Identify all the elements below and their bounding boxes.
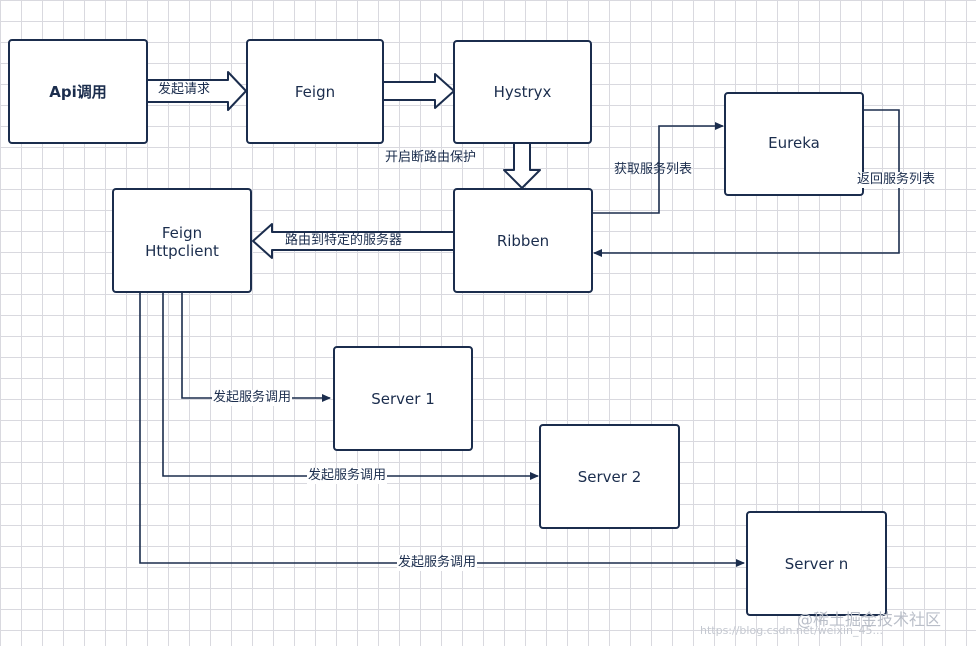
feign-to-hystryx-arrow	[376, 73, 455, 109]
ribben-to-eureka-arrow	[593, 122, 724, 214]
to-servern-label: 发起服务调用	[397, 555, 478, 571]
api-node: Api调用	[8, 39, 148, 144]
ribben-to-eureka-label: 获取服务列表	[614, 162, 693, 177]
server2-node: Server 2	[539, 424, 680, 529]
httpclient-to-server1-arrow	[181, 293, 331, 402]
httpclient-to-server2-arrow	[162, 293, 539, 480]
watermark-url: https://blog.csdn.net/weixin_45...	[700, 624, 884, 637]
server1-node: Server 1	[333, 346, 473, 451]
feign-httpclient-node: Feign Httpclient	[112, 188, 252, 293]
to-server1-label: 发起服务调用	[212, 390, 293, 406]
servern-node: Server n	[746, 511, 887, 616]
eureka-to-ribben-label: 返回服务列表	[856, 172, 937, 188]
hystryx-to-ribben-label: 开启断路由保护	[385, 150, 477, 165]
ribben-node: Ribben	[453, 188, 593, 293]
httpclient-to-servern-arrow	[139, 293, 745, 567]
feign-node: Feign	[246, 39, 384, 144]
api-to-feign-label: 发起请求	[157, 82, 212, 98]
to-server2-label: 发起服务调用	[307, 468, 388, 484]
ribben-to-httpclient-label: 路由到特定的服务器	[284, 233, 404, 249]
hystryx-to-ribben-arrow	[503, 144, 541, 189]
watermark-brand: @稀土掘金技术社区	[797, 610, 942, 629]
hystryx-node: Hystryx	[453, 40, 592, 144]
eureka-node: Eureka	[724, 92, 864, 196]
